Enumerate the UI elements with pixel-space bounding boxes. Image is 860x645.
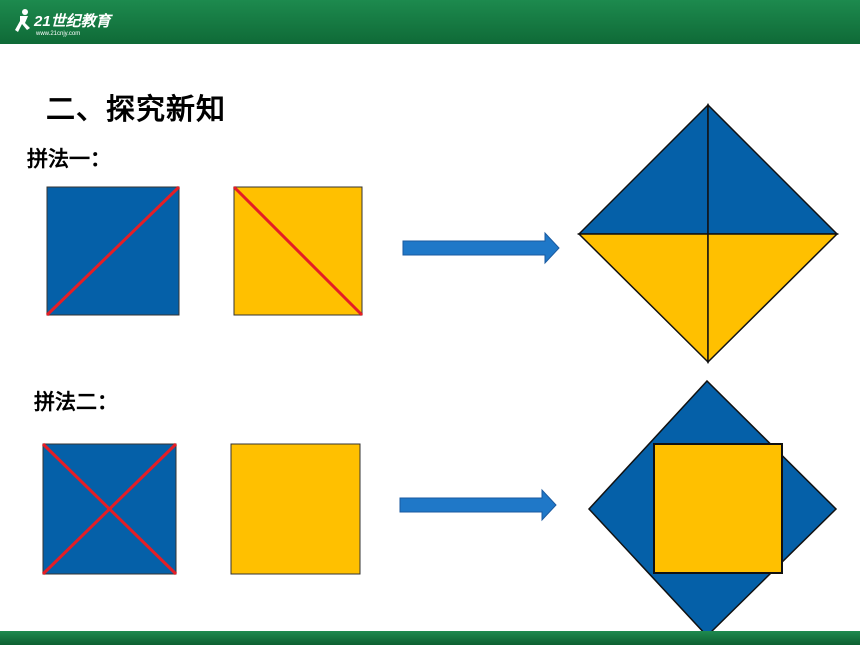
logo-text: 21世纪教育 bbox=[33, 12, 114, 30]
footer-bar bbox=[0, 631, 860, 645]
yellow-triangle bbox=[707, 233, 839, 364]
right-arrow-icon bbox=[399, 488, 557, 522]
logo-url: www.21cnjy.com bbox=[35, 31, 80, 37]
logo: 21世纪教育 www.21cnjy.com bbox=[15, 9, 114, 37]
yellow-inner-square bbox=[653, 443, 783, 574]
diagonal-cut-line bbox=[232, 185, 364, 317]
diagonal-cut-line bbox=[41, 442, 178, 576]
yellow-triangle bbox=[577, 233, 709, 364]
runner-icon bbox=[15, 9, 30, 32]
header-bar: 21世纪教育 www.21cnjy.com bbox=[0, 0, 860, 44]
method-1-label: 拼法一： bbox=[27, 147, 111, 171]
diagonal-cut-line bbox=[45, 185, 181, 317]
blue-triangle bbox=[577, 103, 709, 235]
right-arrow-icon bbox=[402, 231, 560, 265]
method-2-label: 拼法二： bbox=[34, 390, 118, 414]
blue-triangle bbox=[707, 103, 839, 235]
page-title: 二、探究新知 bbox=[46, 92, 227, 126]
yellow-square-2 bbox=[230, 443, 361, 575]
